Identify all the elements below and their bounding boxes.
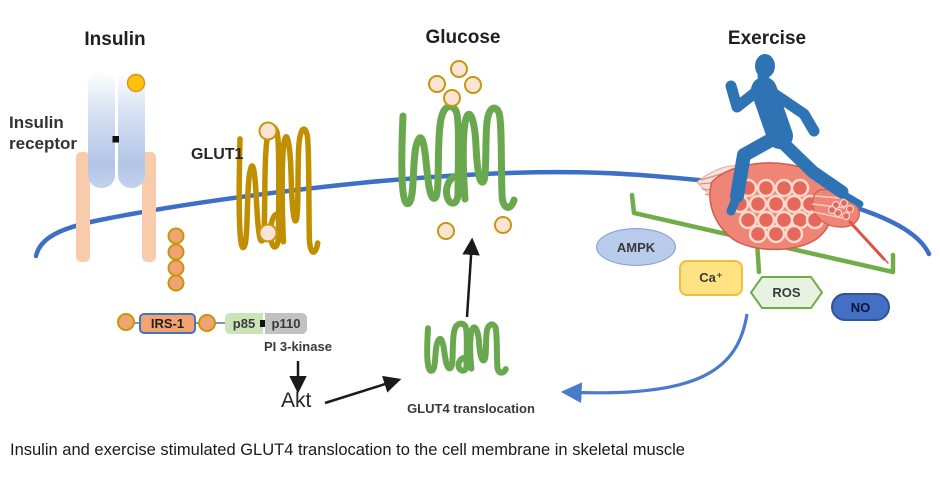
glut4-vesicle-transporter-icon <box>427 324 506 373</box>
title-exercise: Exercise <box>727 28 807 49</box>
label-insulin-receptor-line1: Insulin <box>9 113 64 132</box>
arrow-exercise-to-vesicle <box>560 313 749 404</box>
runner-icon <box>725 54 864 216</box>
irs1-side-circles <box>117 313 216 332</box>
label-glut4-translocation: GLUT4 translocation <box>407 401 535 416</box>
ampk-ellipse: AMPK <box>596 228 676 266</box>
label-akt: Akt <box>281 389 312 412</box>
title-glucose: Glucose <box>425 27 501 48</box>
p85-p110-linker-square <box>260 320 267 327</box>
label-pi3-kinase: PI 3-kinase <box>264 339 332 354</box>
p85-box: p85 <box>225 313 263 334</box>
signal-chain-icon <box>167 227 185 292</box>
irs1-box: IRS-1 <box>139 313 196 334</box>
glucose-molecule-icon <box>258 121 278 243</box>
insulin-molecule-icon <box>126 73 146 93</box>
label-insulin-receptor: Insulin receptor <box>9 112 77 154</box>
insulin-receptor-icon <box>76 71 156 262</box>
glut4-membrane-transporter-icon <box>402 106 514 207</box>
ros-label: ROS <box>772 285 801 300</box>
glucose-molecule-icon <box>428 60 512 240</box>
pathway-arrows <box>289 237 480 405</box>
label-glut1: GLUT1 <box>191 146 244 163</box>
no-pill: NO <box>831 293 890 321</box>
title-insulin: Insulin <box>84 29 146 50</box>
p110-box: p110 <box>265 313 307 334</box>
ros-hexagon <box>749 276 824 309</box>
muscle-icon <box>696 162 889 264</box>
label-insulin-receptor-line2: receptor <box>9 134 78 153</box>
figure-caption: Insulin and exercise stimulated GLUT4 tr… <box>10 441 685 459</box>
calcium-box: Ca⁺ <box>679 260 743 296</box>
arrow-akt-to-vesicle <box>324 375 402 405</box>
arrow-vesicle-to-membrane <box>462 237 480 318</box>
receptor-linker-square <box>112 136 119 143</box>
diagram-graphics <box>33 54 932 405</box>
